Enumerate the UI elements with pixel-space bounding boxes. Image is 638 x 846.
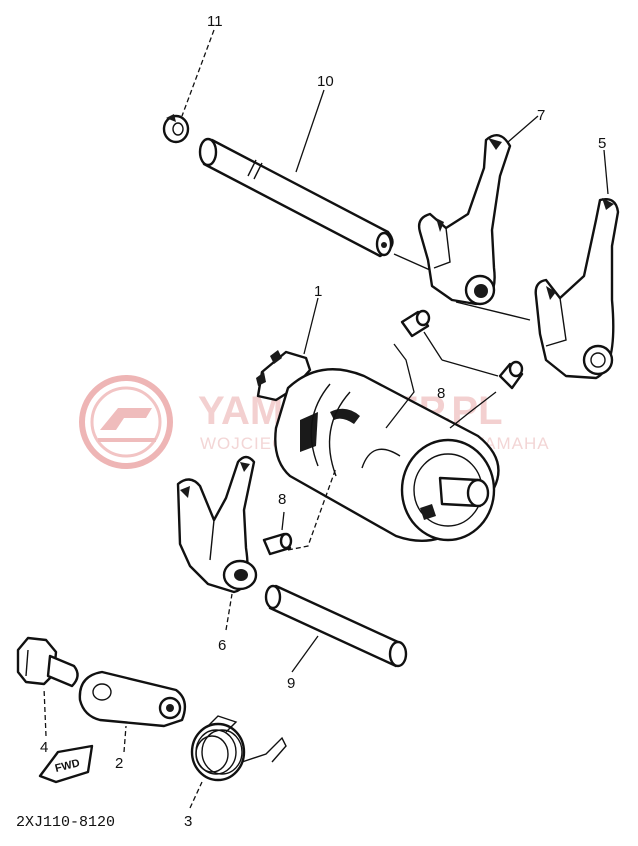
- shift-fork-6-part: [176, 455, 258, 594]
- callout-8-upper: 8: [437, 385, 445, 402]
- callout-7: 7: [537, 107, 545, 124]
- callout-3: 3: [184, 813, 192, 830]
- callout-6: 6: [218, 637, 226, 654]
- leader-lines: [43, 29, 609, 809]
- follower-pin-upper-left: [400, 309, 431, 338]
- guide-bar-part: [198, 137, 431, 271]
- fwd-label: FWD: [54, 757, 81, 775]
- callout-11: 11: [207, 13, 223, 30]
- callout-labels: 11 10 7 5 1 8 8 6 9 4 2 3: [40, 13, 606, 830]
- shift-cam-part: [256, 350, 500, 542]
- callout-1: 1: [314, 283, 322, 300]
- diagram-code: 2XJ110-8120: [16, 814, 115, 831]
- callout-4: 4: [40, 739, 48, 756]
- callout-5: 5: [598, 135, 606, 152]
- shift-fork-7-part: [417, 134, 531, 321]
- callout-8-lower: 8: [278, 491, 286, 508]
- fwd-arrow-tag: FWD: [38, 744, 94, 784]
- torsion-spring-part: [190, 715, 287, 782]
- follower-pin-lower: [262, 532, 293, 556]
- callout-2: 2: [115, 755, 123, 772]
- circlip-part: [162, 114, 190, 144]
- watermark-logo: [79, 375, 173, 469]
- callout-10: 10: [317, 73, 334, 90]
- follower-pin-upper-right: [498, 360, 524, 390]
- bolt-part: [16, 636, 79, 688]
- stopper-lever-part: [78, 670, 187, 728]
- guide-bar-9-part: [264, 584, 408, 668]
- shift-fork-5-part: [534, 198, 620, 380]
- callout-9: 9: [287, 675, 295, 692]
